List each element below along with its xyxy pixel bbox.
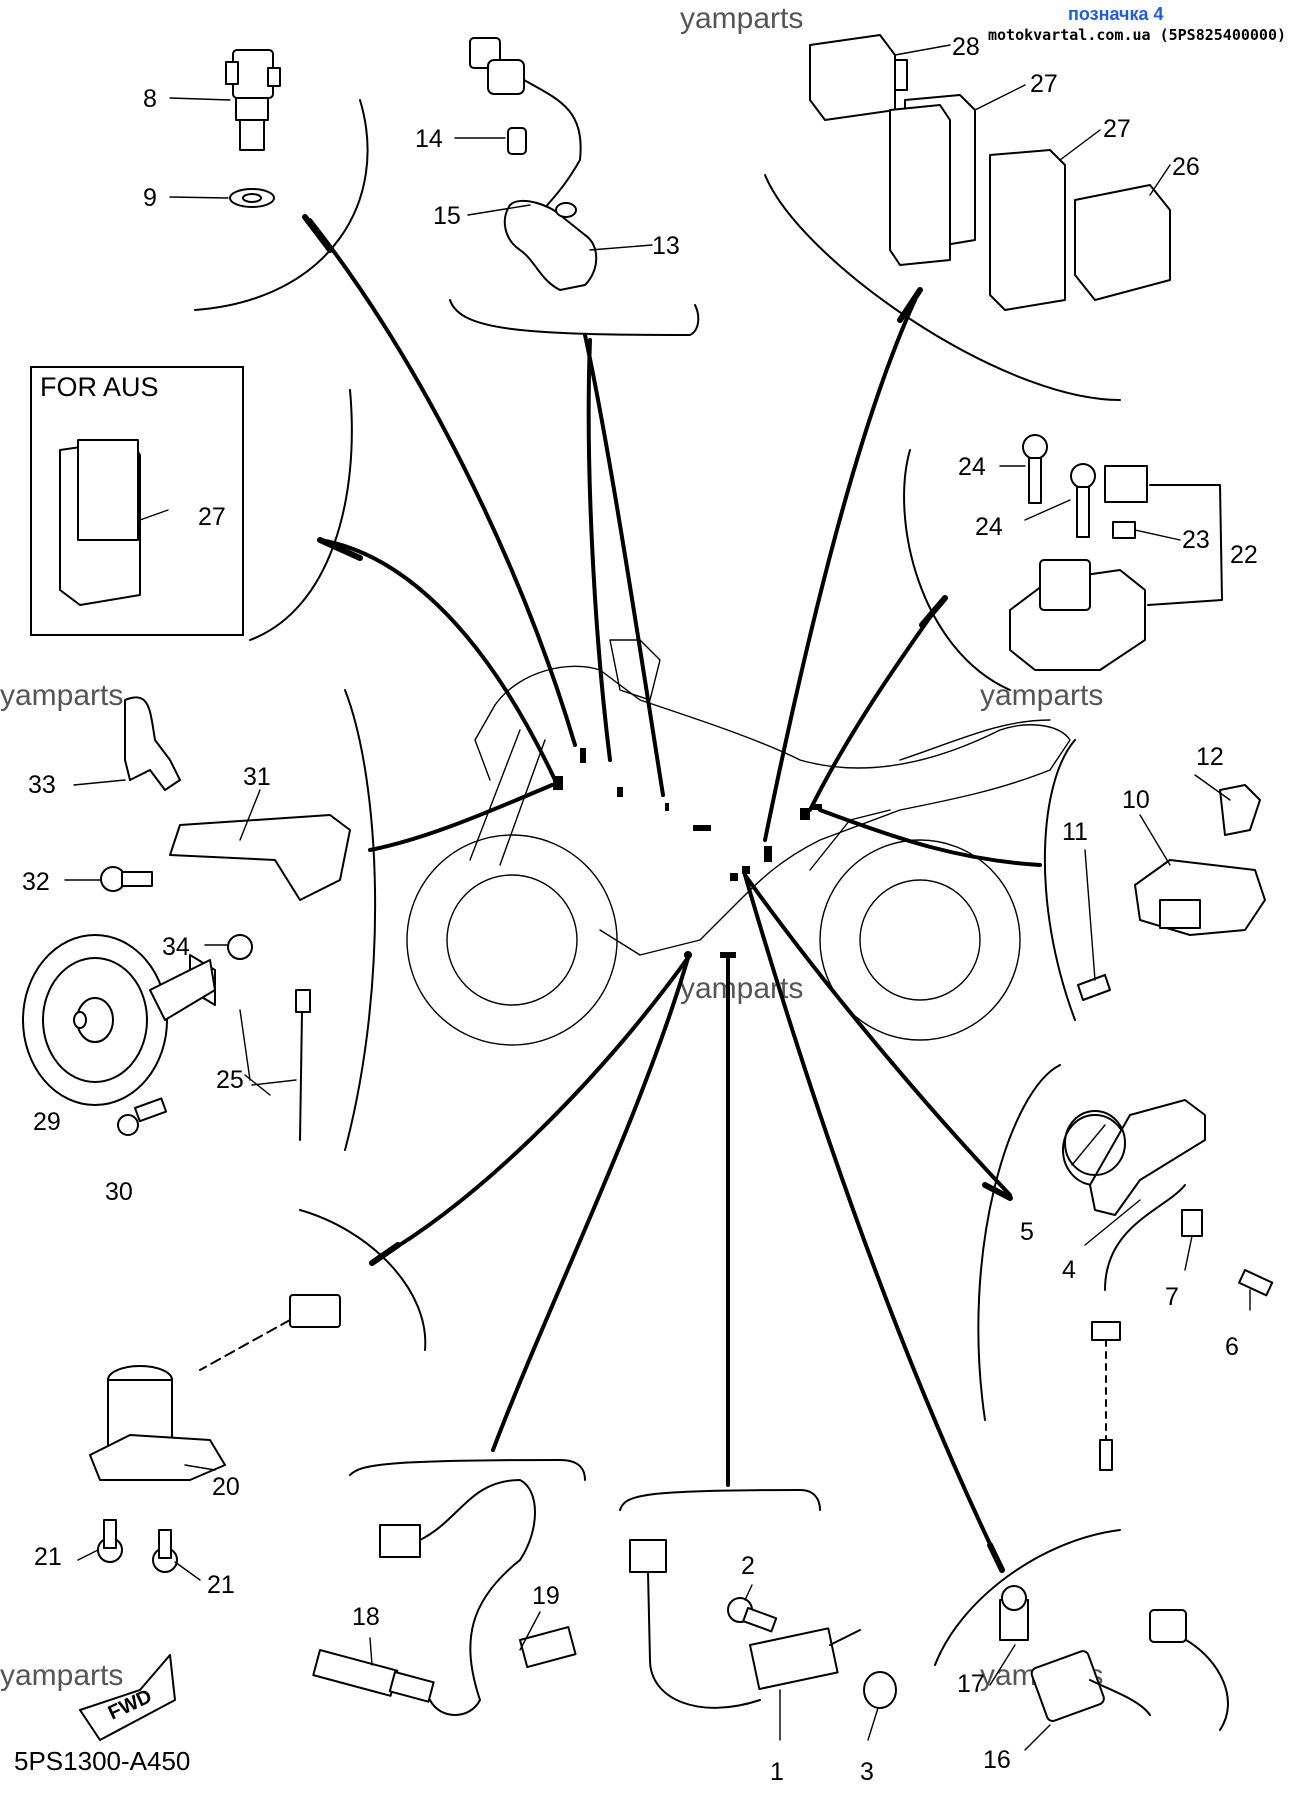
callout-ticks [64,44,1251,1751]
callout: 15 [433,202,461,230]
callout: 20 [212,1473,240,1501]
callout: 8 [143,85,157,113]
header-site: motokvartal.com.ua (5PS825400000) [988,26,1287,44]
callout: 28 [952,33,980,61]
callout: 34 [162,933,190,961]
aus-relay [59,439,141,606]
callout: 32 [22,868,50,896]
callout: 2 [741,1552,755,1580]
watermark: yamparts [680,2,803,35]
callout: 30 [105,1178,133,1206]
callout: 27 [1030,70,1058,98]
horn-assembly [22,696,351,1141]
aus-label: FOR AUS [40,372,159,402]
callout: 31 [243,763,271,791]
callout: 18 [352,1603,380,1631]
group-brackets [194,99,1121,1666]
callout: 29 [33,1108,61,1136]
sensor-part-10 [1077,784,1266,1001]
callout: 22 [1230,541,1258,569]
callout: 25 [216,1066,244,1094]
callout: 33 [28,771,56,799]
callout: 12 [1196,743,1224,771]
sensor-part-16 [999,1585,1229,1731]
callout: 10 [1122,786,1150,814]
callout: 5 [1020,1218,1034,1246]
callout: 26 [1172,153,1200,181]
callout: 3 [860,1758,874,1786]
callout: 6 [1225,1333,1239,1361]
watermark: yamparts [0,679,123,712]
callout: 19 [532,1582,560,1610]
callout: 14 [415,125,443,153]
sensor-part-1 [629,1539,897,1709]
callouts: 8 9 14 15 13 28 27 27 26 24 24 23 22 12 … [22,33,1258,1786]
callout: 4 [1062,1256,1076,1284]
diagram-code: 5PS1300-A450 [14,1746,191,1776]
watermark: yamparts [0,1659,123,1692]
locator-marks [553,748,822,959]
callout: 7 [1165,1283,1179,1311]
callout: 24 [975,513,1003,541]
callout: 24 [958,453,986,481]
callout: 23 [1182,526,1210,554]
callout: 27 [198,503,226,531]
callout: 16 [983,1746,1011,1774]
relay-parts [809,34,1171,311]
callout: 21 [207,1571,235,1599]
sensor-part-20 [89,1294,341,1573]
callout: 11 [1062,818,1088,846]
sensor-part-4 [1062,1099,1274,1471]
callout: 21 [34,1543,62,1571]
callout: 9 [143,184,157,212]
motorcycle-silhouette [406,639,1071,1046]
header-tag: позначка 4 [1068,4,1164,24]
callout: 17 [957,1670,985,1698]
aus-variant-box: FOR AUS [30,366,244,636]
sensor-part-18 [312,1479,577,1716]
callout: 27 [1103,115,1131,143]
starter-relay [1009,434,1223,671]
callout: 1 [770,1758,784,1786]
sensor-part-8 [225,49,281,208]
callout: 13 [652,232,680,260]
sensor-part-13 [469,37,598,291]
leader-lines [302,214,1042,1573]
